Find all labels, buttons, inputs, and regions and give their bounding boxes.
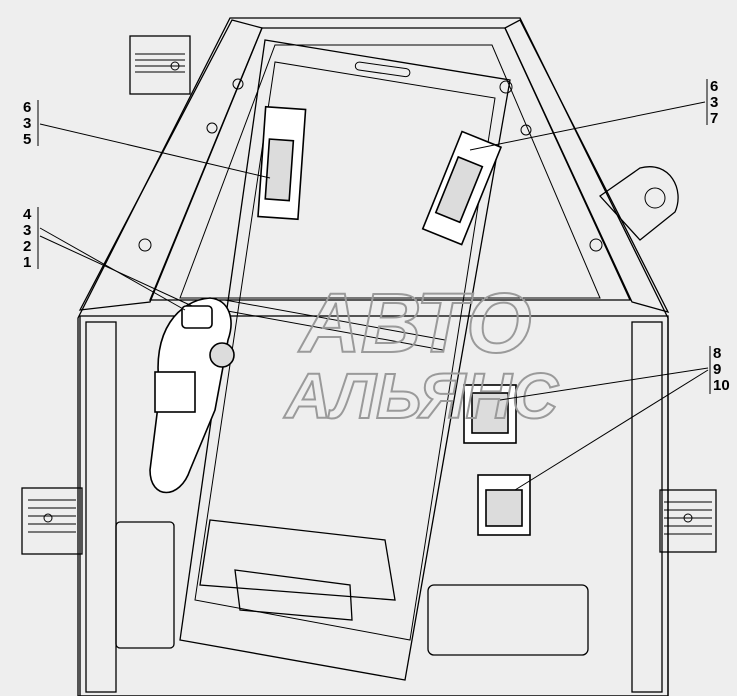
seat-cushion (234, 569, 353, 621)
mirror-left-top-bolt (170, 61, 180, 71)
door-lock-assembly (149, 297, 235, 494)
callout-8910-n1: 8 (713, 345, 721, 362)
watermark-line2: АЛЬЯНС (283, 360, 559, 432)
callout-4321: 4 3 2 1 (23, 206, 193, 311)
door-panel (179, 39, 511, 681)
callout-635-n3: 5 (23, 131, 31, 148)
callout-637-n3: 7 (710, 110, 718, 127)
seat-back (199, 519, 396, 601)
callout-4321-n1: 4 (23, 206, 32, 223)
wiper-slot (354, 61, 411, 78)
windshield-frame (149, 27, 632, 301)
callout-635-n1: 6 (23, 99, 31, 116)
callout-8910-n3: 10 (713, 377, 730, 394)
door-crossbar (224, 299, 446, 341)
callout-4321-n3: 2 (23, 238, 31, 255)
callout-637-n1: 6 (710, 78, 718, 95)
latch-right (421, 130, 503, 246)
callout-4321-n2: 3 (23, 222, 31, 239)
callout-8910: 8 9 10 (499, 345, 730, 491)
right-pillar (504, 19, 670, 314)
watermark-line1: АВТО (298, 276, 532, 370)
callout-637: 6 3 7 (469, 78, 718, 151)
mirror-right-bottom-bolt (683, 513, 693, 523)
hinge-right (599, 166, 679, 241)
right-side-panel (631, 321, 663, 693)
mirror-left-top (129, 35, 191, 95)
left-pillar (78, 19, 263, 311)
mirror-left-top-lines (135, 53, 185, 73)
latch-left (257, 105, 307, 221)
mirror-right-bottom-lines (664, 501, 712, 535)
cab-lower-body (79, 315, 669, 696)
callout-8910-n2: 9 (713, 361, 721, 378)
mirror-left-bottom (21, 487, 83, 555)
door-glass (194, 61, 496, 641)
mirror-right-bottom (659, 489, 717, 553)
door-crossbar-2 (221, 309, 444, 351)
right-console (427, 584, 589, 656)
pillar-bolts (138, 78, 603, 252)
left-side-panel (85, 321, 117, 693)
windshield-inner (179, 44, 601, 299)
switch-lower (477, 474, 531, 536)
mirror-left-bottom-bolt (43, 513, 53, 523)
callout-635: 6 3 5 (23, 99, 271, 179)
callout-4321-n4: 1 (23, 254, 31, 271)
left-console (115, 521, 175, 649)
hinge-right-hole (644, 187, 666, 209)
callout-635-n2: 3 (23, 115, 31, 132)
callout-637-n2: 3 (710, 94, 718, 111)
